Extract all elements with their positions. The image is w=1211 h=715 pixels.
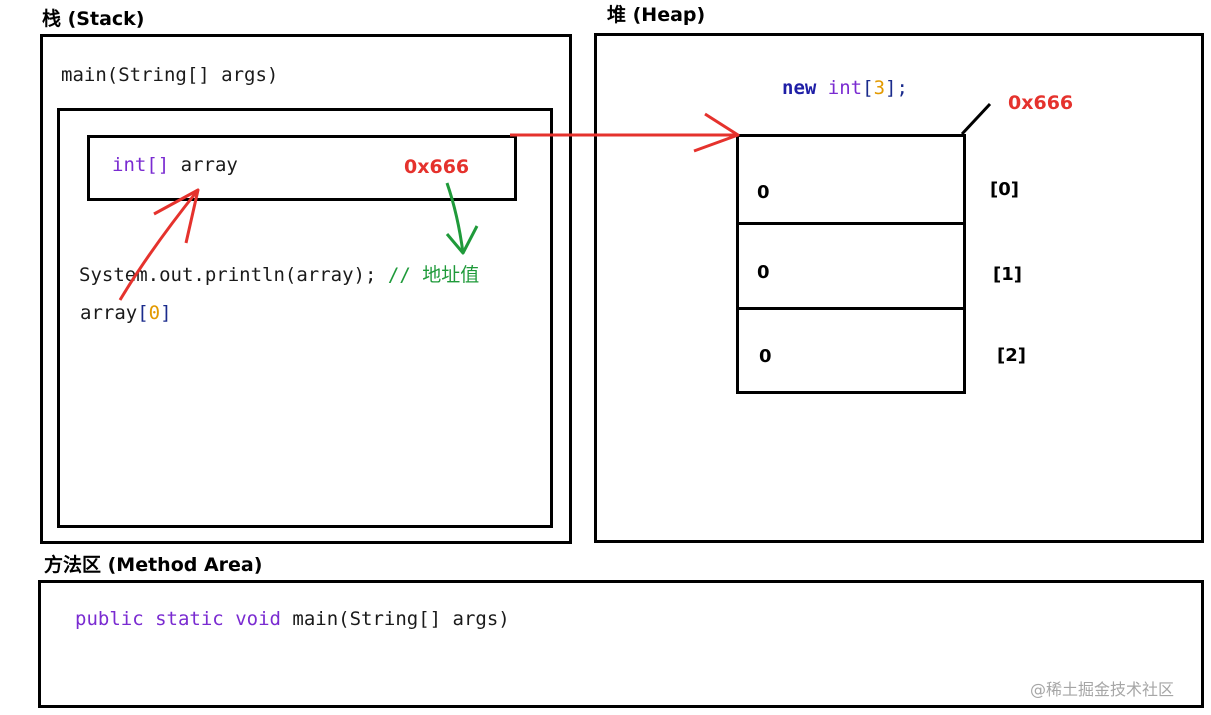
comment-text: 地址值 [422,264,480,286]
stack-box [40,34,572,544]
array-access-line: array[0] [80,302,172,324]
array-access-index: 0 [148,302,161,324]
new-keyword: new [782,77,817,99]
cell-value-0: 0 [757,182,770,203]
stack-title: 栈 (Stack) [42,8,145,30]
int-type: int[] [112,154,170,176]
cell-divider [736,222,966,225]
println-code: System.out.println(array); [79,264,377,286]
address-print-arrowhead [445,225,479,255]
stack-frame-label: main(String[] args) [61,64,279,86]
heap-array-object [736,134,966,394]
heap-title: 堆 (Heap) [607,4,706,26]
method-area-title: 方法区 (Method Area) [44,554,263,576]
reference-arrowhead [693,112,740,153]
cell-index-0: [0] [990,179,1019,200]
method-area-box [38,580,1204,708]
access-arrowhead [153,188,200,244]
array-declaration: int[] array [112,154,238,176]
new-array-expression: new int[3]; [782,77,908,99]
cell-index-2: [2] [997,345,1026,366]
static-keyword: static [155,608,224,630]
new-size: 3 [873,77,886,99]
watermark: @稀土掘金技术社区 [1030,680,1175,699]
heap-box [594,33,1204,543]
close-bracket: ] [160,302,172,324]
address-print-arrow [445,182,465,254]
cell-index-1: [1] [993,264,1022,285]
open-bracket: [ [137,302,149,324]
public-keyword: public [75,608,144,630]
comment-prefix: // [387,264,411,286]
println-line: System.out.println(array); // 地址值 [79,260,479,287]
void-keyword: void [235,608,281,630]
cell-value-2: 0 [759,346,772,367]
array-var-name: array [180,154,238,176]
method-signature-line: public static void main(String[] args) [75,608,510,630]
array-access-name: array [80,302,138,324]
new-close-bracket: ]; [885,77,908,99]
array-variable-slot [87,135,517,201]
stack-address-value: 0x666 [404,156,470,178]
cell-divider [736,307,966,310]
access-arrow [118,189,200,301]
cell-value-1: 0 [757,262,770,283]
address-leader-line [960,102,992,136]
new-type: int [827,77,863,99]
new-open-bracket: [ [862,77,874,99]
heap-address-label: 0x666 [1008,92,1074,114]
method-signature: main(String[] args) [292,608,510,630]
main-frame-box [57,108,553,528]
